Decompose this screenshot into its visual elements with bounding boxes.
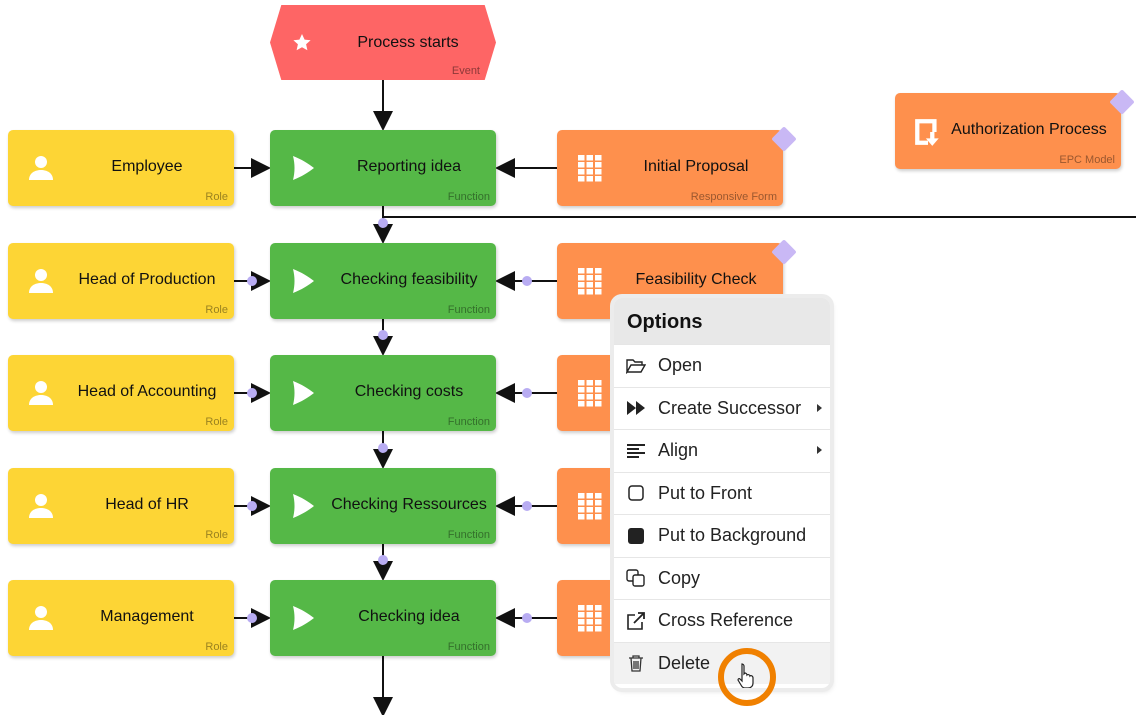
menu-item-label: Cross Reference xyxy=(658,610,794,631)
role-label: Head of Accounting xyxy=(77,383,217,400)
role-label: Employee xyxy=(111,158,183,175)
form-label: Initial Proposal xyxy=(643,158,749,175)
square-outline-icon xyxy=(626,483,646,503)
connector-dot[interactable] xyxy=(522,501,532,511)
function-label: Checking costs xyxy=(354,383,464,400)
align-left-icon xyxy=(626,441,646,461)
function-type: Function xyxy=(447,529,490,541)
function-type: Function xyxy=(447,191,490,203)
menu-item-open[interactable]: Open xyxy=(614,344,830,387)
menu-item-align[interactable]: Align xyxy=(614,429,830,472)
connector-dot[interactable] xyxy=(522,613,532,623)
external-link-icon xyxy=(626,611,646,631)
function-type: Function xyxy=(447,304,490,316)
function-label: Reporting idea xyxy=(356,158,462,175)
role-type: Role xyxy=(205,191,228,203)
menu-item-copy[interactable]: Copy xyxy=(614,556,830,600)
function-play-icon xyxy=(293,381,314,405)
hand-pointer-icon xyxy=(737,663,754,688)
menu-title: Options xyxy=(614,298,830,344)
function-label: Checking Ressources xyxy=(331,496,487,513)
connector-dot[interactable] xyxy=(247,388,257,398)
event-label: Process starts xyxy=(357,34,459,51)
function-type: Function xyxy=(447,641,490,653)
trash-icon xyxy=(626,653,646,673)
function-label: Checking idea xyxy=(358,608,460,625)
role-type: Role xyxy=(205,641,228,653)
square-filled-icon xyxy=(626,526,646,546)
grid-icon xyxy=(578,493,602,520)
menu-item-create-successor[interactable]: Create Successor xyxy=(614,386,830,430)
role-label: Management xyxy=(100,608,194,625)
person-icon xyxy=(29,269,53,293)
connector-dot[interactable] xyxy=(378,443,388,453)
connector-dot[interactable] xyxy=(378,555,388,565)
grid-icon xyxy=(578,605,602,632)
function-type: Function xyxy=(447,416,490,428)
menu-item-label: Put to Background xyxy=(658,525,807,546)
grid-icon xyxy=(578,380,602,407)
person-icon xyxy=(29,494,53,518)
copy-icon xyxy=(626,568,646,588)
menu-item-label: Open xyxy=(658,355,703,376)
menu-item-put-to-front[interactable]: Put to Front xyxy=(614,471,830,515)
person-icon xyxy=(29,156,53,180)
role-label: Head of Production xyxy=(78,271,216,288)
connector-dot[interactable] xyxy=(378,218,388,228)
epc-model-authorization-process[interactable]: Authorization Process EPC Model xyxy=(895,89,1135,169)
role-node[interactable]: Head of HR Role xyxy=(8,468,234,544)
connector-dot[interactable] xyxy=(247,613,257,623)
menu-item-label: Delete xyxy=(658,652,711,673)
click-indicator xyxy=(718,648,776,706)
function-play-icon xyxy=(293,156,314,180)
connector-dot[interactable] xyxy=(378,330,388,340)
menu-item-label: Copy xyxy=(658,567,701,588)
menu-item-label: Create Successor xyxy=(658,397,802,418)
menu-item-cross-reference[interactable]: Cross Reference xyxy=(614,599,830,642)
form-label: Feasibility Check xyxy=(635,271,757,288)
event-type: Event xyxy=(451,65,480,77)
fast-forward-icon xyxy=(626,398,646,418)
connector-dot[interactable] xyxy=(522,388,532,398)
epc-label: Authorization Process xyxy=(951,121,1107,138)
function-play-icon xyxy=(293,269,314,293)
function-play-icon xyxy=(293,606,314,630)
connector-dot[interactable] xyxy=(522,276,532,286)
connector-dot[interactable] xyxy=(247,501,257,511)
form-type: Responsive Form xyxy=(690,191,777,203)
function-play-icon xyxy=(293,494,314,518)
grid-icon xyxy=(578,155,602,182)
menu-item-label: Align xyxy=(658,440,699,461)
connector-dot[interactable] xyxy=(247,276,257,286)
role-type: Role xyxy=(205,304,228,316)
star-icon xyxy=(293,34,311,51)
grid-icon xyxy=(578,268,602,295)
folder-open-icon xyxy=(626,356,646,376)
function-label: Checking feasibility xyxy=(340,271,478,288)
menu-item-label: Put to Front xyxy=(658,482,753,503)
epc-model-icon xyxy=(915,119,939,146)
submenu-arrow-icon xyxy=(817,403,822,412)
event-process-starts[interactable]: Process starts Event xyxy=(270,5,496,80)
menu-item-put-to-background[interactable]: Put to Background xyxy=(614,514,830,557)
epc-type: EPC Model xyxy=(1059,154,1115,166)
person-icon xyxy=(29,381,53,405)
person-icon xyxy=(29,606,53,630)
role-label: Head of HR xyxy=(105,496,189,513)
role-type: Role xyxy=(205,416,228,428)
role-type: Role xyxy=(205,529,228,541)
submenu-arrow-icon xyxy=(817,446,822,454)
